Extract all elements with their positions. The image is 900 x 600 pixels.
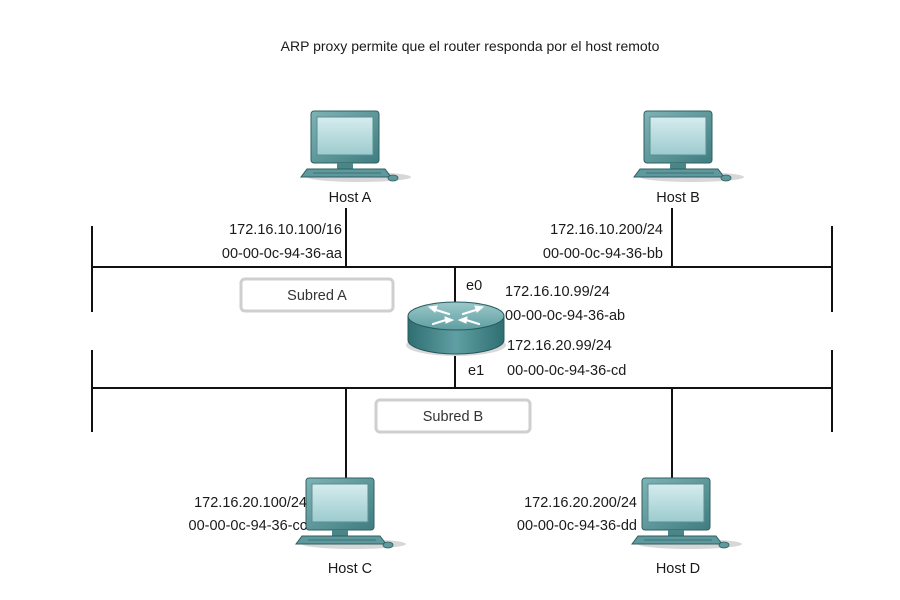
host-d-computer-icon	[631, 477, 743, 550]
host-a-computer-icon	[300, 110, 412, 183]
router-e0-ip: 172.16.10.99/24	[505, 284, 610, 300]
subnet-b-box: Subred B	[374, 398, 532, 434]
host-c-mac: 00-00-0c-94-36-cc	[189, 518, 307, 534]
subnet-a-label: Subred A	[287, 288, 347, 304]
router-e1-ip: 172.16.20.99/24	[507, 338, 612, 354]
subnet-b-label: Subred B	[423, 409, 483, 425]
host-a-name: Host A	[329, 190, 372, 206]
router-e1-label: e1	[468, 363, 484, 379]
host-a-ip: 172.16.10.100/16	[229, 222, 342, 238]
router-e0-label: e0	[466, 278, 482, 294]
host-c-computer-icon	[295, 477, 407, 550]
host-d-ip: 172.16.20.200/24	[524, 495, 637, 511]
host-d-mac: 00-00-0c-94-36-dd	[517, 518, 637, 534]
router-e1-mac: 00-00-0c-94-36-cd	[507, 363, 626, 379]
host-b-name: Host B	[656, 190, 700, 206]
host-d-name: Host D	[656, 561, 700, 577]
subnet-a-box: Subred A	[239, 277, 395, 313]
host-c-name: Host C	[328, 561, 372, 577]
host-b-computer-icon	[633, 110, 745, 183]
router-icon	[406, 301, 506, 356]
host-c-ip: 172.16.20.100/24	[194, 495, 307, 511]
host-b-ip: 172.16.10.200/24	[550, 222, 663, 238]
host-a-mac: 00-00-0c-94-36-aa	[222, 246, 343, 262]
host-b-mac: 00-00-0c-94-36-bb	[543, 246, 663, 262]
diagram-title: ARP proxy permite que el router responda…	[281, 38, 660, 54]
router-e0-mac: 00-00-0c-94-36-ab	[505, 308, 625, 324]
